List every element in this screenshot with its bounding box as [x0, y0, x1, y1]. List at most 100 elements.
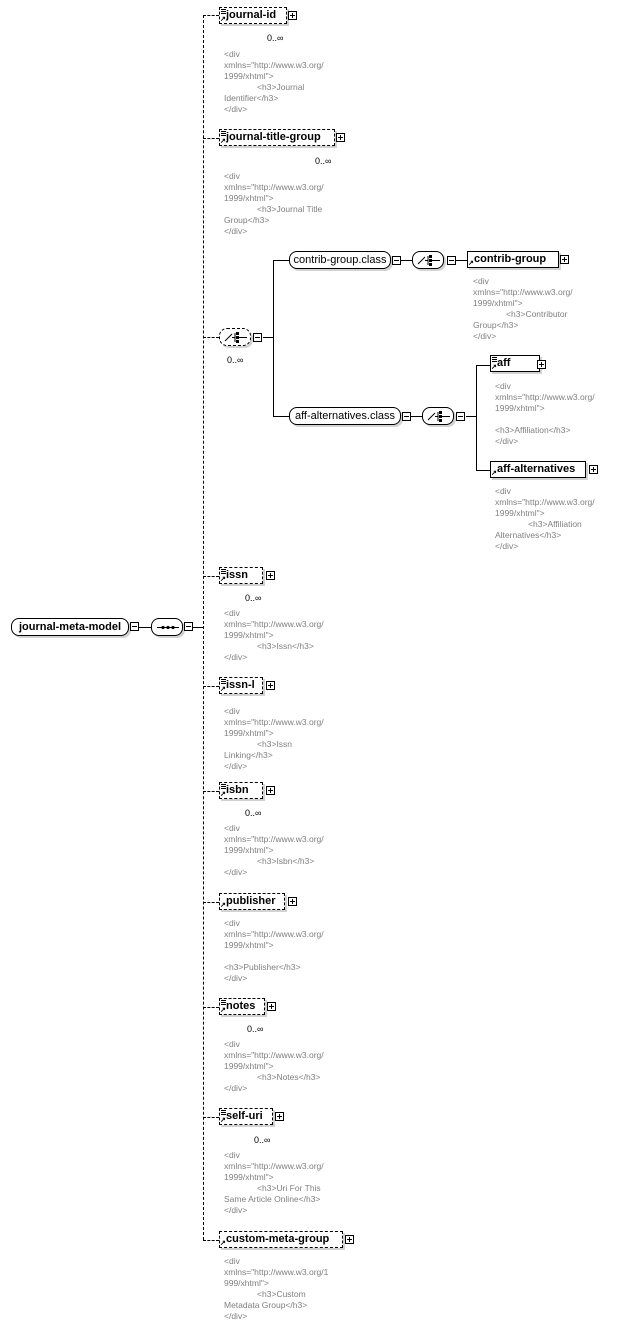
- reference-arrow-icon: ↗: [468, 260, 474, 267]
- branch-isbn: [203, 791, 219, 792]
- element-journal-title-group[interactable]: ↗ journal-title-group: [219, 129, 335, 146]
- branch-self-uri: [203, 1117, 219, 1118]
- branch-aff-alternatives-class: [273, 416, 289, 417]
- element-self-uri[interactable]: ↗ self-uri: [219, 1108, 273, 1125]
- branch-issn: [203, 576, 219, 577]
- minus-icon[interactable]: [184, 622, 193, 631]
- group-aff-alternatives-class[interactable]: aff-alternatives.class: [289, 407, 401, 425]
- element-label: self-uri: [226, 1110, 263, 1122]
- plus-icon[interactable]: [288, 11, 297, 20]
- branch-choice: [203, 337, 219, 338]
- element-journal-id[interactable]: ↗ journal-id: [219, 7, 287, 24]
- minus-icon[interactable]: [253, 333, 262, 342]
- attributes-icon: [492, 357, 497, 363]
- plus-icon[interactable]: [537, 360, 546, 369]
- attributes-icon: [221, 569, 226, 575]
- choice-compositor[interactable]: [412, 251, 444, 269]
- reference-arrow-icon: ↗: [220, 686, 226, 693]
- connector-root-sequence: [139, 627, 151, 628]
- plus-icon[interactable]: [336, 133, 345, 142]
- reference-arrow-icon: ↗: [220, 1007, 226, 1014]
- connector-aff-choice-out: [466, 416, 476, 417]
- documentation-text: <div xmlns="http://www.w3.org/ 1999/xhtm…: [473, 276, 573, 341]
- reference-arrow-icon: ↗: [220, 16, 226, 23]
- reference-arrow-icon: ↗: [220, 1240, 226, 1247]
- attributes-icon: [221, 1000, 226, 1006]
- minus-icon[interactable]: [456, 412, 465, 421]
- cardinality-label: 0..∞: [267, 33, 284, 43]
- documentation-text: <div xmlns="http://www.w3.org/ 1999/xhtm…: [224, 1150, 324, 1215]
- group-label: aff-alternatives.class: [294, 410, 396, 422]
- documentation-text: <div xmlns="http://www.w3.org/ 1999/xhtm…: [224, 608, 324, 662]
- minus-icon[interactable]: [402, 412, 411, 421]
- element-label: issn-l: [226, 679, 255, 691]
- element-isbn[interactable]: ↗ isbn: [219, 782, 263, 799]
- element-contrib-group[interactable]: ↗ contrib-group: [467, 251, 559, 268]
- group-label: contrib-group.class: [293, 254, 387, 266]
- branch-custom-meta-group: [203, 1240, 219, 1241]
- root-label: journal-meta-model: [18, 621, 122, 633]
- choice-icon: [417, 255, 440, 266]
- documentation-text: <div xmlns="http://www.w3.org/1 999/xhtm…: [224, 1256, 329, 1321]
- plus-icon[interactable]: [288, 897, 297, 906]
- element-publisher[interactable]: ↗ publisher: [219, 893, 285, 910]
- minus-icon[interactable]: [130, 622, 139, 631]
- documentation-text: <div xmlns="http://www.w3.org/ 1999/xhtm…: [224, 918, 324, 983]
- documentation-text: <div xmlns="http://www.w3.org/ 1999/xhtm…: [224, 171, 324, 236]
- element-label: aff-alternatives: [497, 463, 576, 475]
- sequence-compositor[interactable]: [151, 618, 183, 636]
- element-aff[interactable]: ↗ aff: [490, 355, 540, 372]
- element-custom-meta-group[interactable]: ↗ custom-meta-group: [219, 1231, 343, 1248]
- documentation-text: <div xmlns="http://www.w3.org/ 1999/xhtm…: [224, 823, 324, 877]
- element-label: journal-title-group: [226, 131, 321, 143]
- cardinality-label: 0..∞: [315, 156, 332, 166]
- documentation-text: <div xmlns="http://www.w3.org/ 1999/xhtm…: [224, 49, 324, 114]
- documentation-text: <div xmlns="http://www.w3.org/ 1999/xhtm…: [495, 486, 595, 551]
- minus-icon[interactable]: [392, 256, 401, 265]
- element-label: issn: [226, 569, 249, 581]
- branch-notes: [203, 1007, 219, 1008]
- element-aff-alternatives[interactable]: ↗ aff-alternatives: [490, 461, 586, 478]
- documentation-text: <div xmlns="http://www.w3.org/ 1999/xhtm…: [224, 1039, 324, 1093]
- plus-icon[interactable]: [267, 1002, 276, 1011]
- documentation-text: <div xmlns="http://www.w3.org/ 1999/xhtm…: [224, 706, 324, 771]
- connector-contrib-seq-elem: [456, 260, 467, 261]
- attributes-icon: [221, 1110, 226, 1116]
- plus-icon[interactable]: [266, 681, 275, 690]
- connector-contrib-class-seq: [401, 260, 412, 261]
- reference-arrow-icon: ↗: [220, 576, 226, 583]
- choice-icon: [224, 332, 247, 343]
- element-label: journal-id: [226, 9, 277, 21]
- plus-icon[interactable]: [266, 786, 275, 795]
- sequence-trunk: [203, 15, 204, 1240]
- minus-icon[interactable]: [447, 256, 456, 265]
- plus-icon[interactable]: [275, 1112, 284, 1121]
- branch-aff-alternatives: [476, 470, 490, 471]
- sequence-icon: [157, 625, 179, 630]
- choice-compositor[interactable]: [422, 407, 454, 425]
- element-issn-l[interactable]: ↗ issn-l: [219, 677, 263, 694]
- attributes-icon: [221, 9, 226, 15]
- connector-choice-out: [263, 337, 273, 338]
- element-label: notes: [226, 1000, 256, 1012]
- group-contrib-group-class[interactable]: contrib-group.class: [289, 251, 391, 269]
- cardinality-label: 0..∞: [247, 1024, 264, 1034]
- element-notes[interactable]: ↗ notes: [219, 998, 265, 1015]
- attributes-icon: [221, 131, 226, 137]
- connector-aff-class-choice: [411, 416, 422, 417]
- plus-icon[interactable]: [345, 1235, 354, 1244]
- branch-contrib-group-class: [273, 260, 289, 261]
- element-issn[interactable]: ↗ issn: [219, 567, 263, 584]
- plus-icon[interactable]: [589, 465, 598, 474]
- branch-journal-title-group: [203, 138, 219, 139]
- plus-icon[interactable]: [266, 571, 275, 580]
- reference-arrow-icon: ↗: [220, 1117, 226, 1124]
- root-element[interactable]: journal-meta-model: [11, 618, 129, 636]
- plus-icon[interactable]: [560, 255, 569, 264]
- documentation-text: <div xmlns="http://www.w3.org/ 1999/xhtm…: [495, 381, 595, 446]
- reference-arrow-icon: ↗: [491, 470, 497, 477]
- connector-sequence-out: [193, 627, 203, 628]
- cardinality-label: 0..∞: [227, 355, 244, 365]
- cardinality-label: 0..∞: [245, 808, 262, 818]
- choice-compositor[interactable]: [219, 328, 251, 346]
